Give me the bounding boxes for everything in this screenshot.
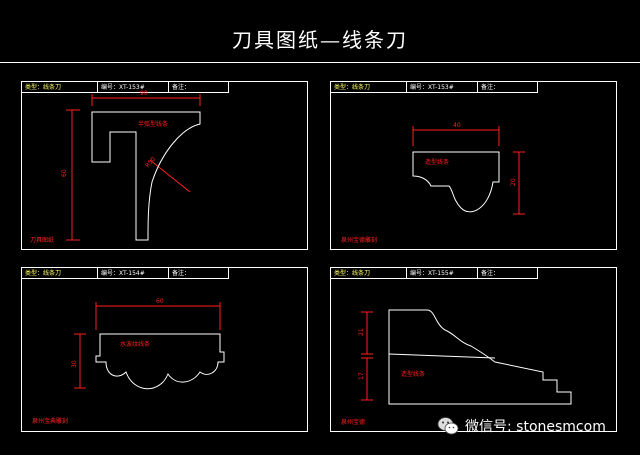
number-label: 编号：XT-154# xyxy=(98,268,169,279)
drawing-panel-3: 类型：线条刀 编号：XT-154# 备注： 60 30 水波纹线条 泉州宝典雕刻 xyxy=(21,267,308,432)
cutter-profile xyxy=(412,151,500,213)
dimension-height-text: 20 xyxy=(510,178,517,186)
page-title: 刀具图纸—线条刀 xyxy=(232,28,408,52)
dimension-upper-text: 21 xyxy=(358,328,365,336)
feature-label: 造型线条 xyxy=(401,370,425,378)
wechat-watermark: 微信号: stonesmcom xyxy=(437,413,606,439)
profile-drawing: 90 60 R50 半弧型线条 刀具图纸 xyxy=(30,90,201,244)
cutter-profile xyxy=(95,333,225,390)
number-label: 编号：XT-155# xyxy=(407,268,478,279)
note-label: 备注： xyxy=(169,82,229,93)
cutter-profile xyxy=(91,111,201,241)
dimension-radius-text: R50 xyxy=(144,156,157,170)
panel-caption: 泉州宝典雕刻 xyxy=(32,417,68,425)
dimension-line-radius xyxy=(149,159,191,193)
dimension-width-text: 40 xyxy=(453,122,461,129)
note-label: 备注： xyxy=(169,268,229,279)
info-row: 类型：线条刀 编号：XT-153# 备注： xyxy=(331,82,538,93)
note-label: 备注： xyxy=(478,268,538,279)
type-label: 类型：线条刀 xyxy=(331,268,407,279)
dimension-height-text: 30 xyxy=(71,360,78,368)
info-row: 类型：线条刀 编号：XT-155# 备注： xyxy=(331,268,538,279)
dimension-width-text: 90 xyxy=(140,90,148,97)
watermark-text: 微信号: stonesmcom xyxy=(465,419,606,435)
header-divider xyxy=(0,62,640,63)
drawing-panel-1: 类型：线条刀 编号：XT-153# 备注： 90 60 R50 半弧型线条 刀具… xyxy=(21,81,308,250)
panel-caption: 泉州宝德 xyxy=(341,418,365,426)
profile-drawing: 60 30 水波纹线条 泉州宝典雕刻 xyxy=(32,298,225,425)
type-label: 类型：线条刀 xyxy=(331,82,407,93)
panel-caption: 泉州宝德雕刻 xyxy=(341,236,377,244)
type-label: 类型：线条刀 xyxy=(22,268,98,279)
profile-drawing: 40 20 造型线条 泉州宝德雕刻 xyxy=(341,122,525,244)
feature-label: 水波纹线条 xyxy=(120,340,150,348)
dimension-width-text: 60 xyxy=(156,298,164,305)
number-label: 编号：XT-153# xyxy=(407,82,478,93)
profile-divider xyxy=(388,353,496,359)
dimension-lower-text: 17 xyxy=(358,372,365,380)
panel-caption: 刀具图纸 xyxy=(30,236,54,244)
info-row: 类型：线条刀 编号：XT-154# 备注： xyxy=(22,268,229,279)
info-row: 类型：线条刀 编号：XT-153# 备注： xyxy=(22,82,229,93)
type-label: 类型：线条刀 xyxy=(22,82,98,93)
dimension-height-text: 60 xyxy=(61,169,68,177)
note-label: 备注： xyxy=(478,82,538,93)
number-label: 编号：XT-153# xyxy=(98,82,169,93)
feature-label: 半弧型线条 xyxy=(138,120,168,128)
drawing-panel-2: 类型：线条刀 编号：XT-153# 备注： 40 20 造型线条 泉州宝德雕刻 xyxy=(330,81,617,250)
feature-label: 造型线条 xyxy=(425,158,449,166)
cutter-profile xyxy=(388,309,572,405)
drawing-panel-4: 类型：线条刀 编号：XT-155# 备注： 21 17 造型线条 泉州宝德 xyxy=(330,267,617,432)
wechat-icon xyxy=(437,417,459,435)
profile-drawing: 21 17 造型线条 泉州宝德 xyxy=(341,309,572,426)
